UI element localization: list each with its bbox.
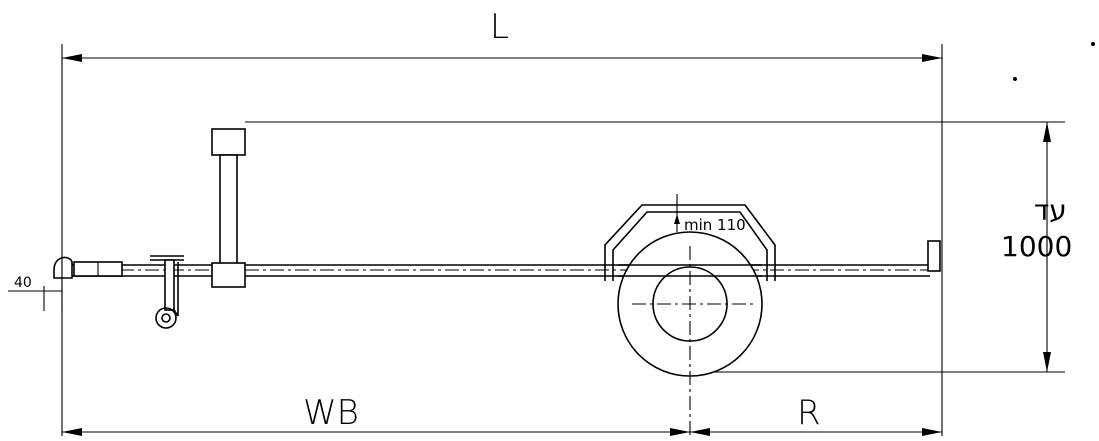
hitch-offset-dimension: 40 — [8, 262, 63, 311]
rear-overhang-label: R — [797, 393, 821, 433]
stray-dot — [1013, 77, 1017, 81]
length-dimension: L — [61, 7, 943, 436]
stray-dot — [1091, 42, 1095, 46]
min-clearance-annotation: min 110 — [674, 194, 746, 234]
support-post — [211, 128, 246, 288]
height-dimension: עד 1000 — [245, 121, 1072, 373]
wheelbase-label: WB — [303, 393, 359, 433]
fender — [604, 204, 776, 281]
hitch-offset-label: 40 — [14, 275, 32, 291]
trailer-frame — [72, 240, 941, 277]
length-label: L — [490, 7, 509, 47]
bottom-dimensions: WB R — [62, 393, 942, 436]
height-value-label: 1000 — [1001, 230, 1072, 263]
jockey-wheel — [150, 255, 184, 329]
min-clearance-label: min 110 — [684, 216, 746, 234]
main-wheel — [617, 231, 763, 436]
hitch-coupling — [53, 256, 123, 279]
height-prefix-label: עד — [1034, 194, 1067, 227]
